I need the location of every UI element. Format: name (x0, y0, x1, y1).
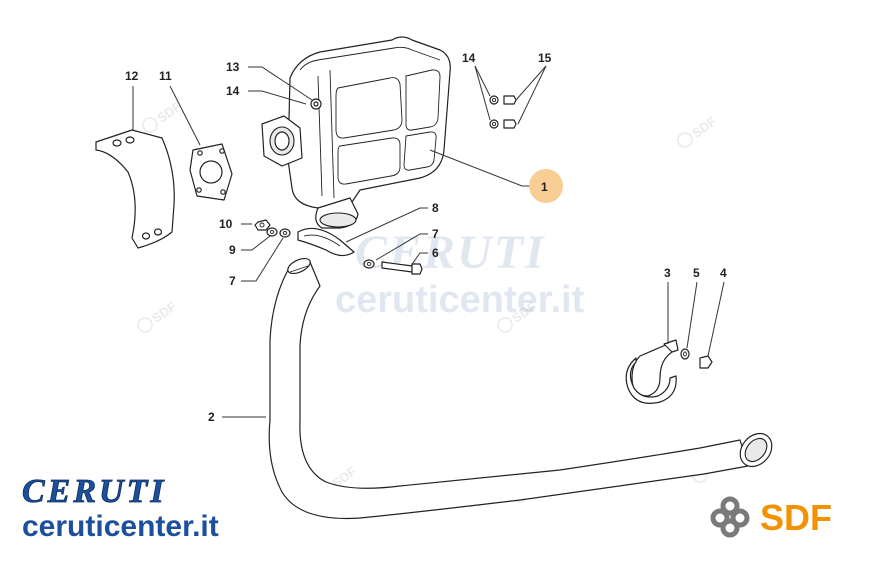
callout-labels: 1 2 3 4 5 6 7 7 8 9 10 11 12 13 14 14 15 (125, 51, 727, 424)
watermark-brand: CERUTI (355, 226, 546, 279)
callout-14-right[interactable]: 14 (462, 51, 476, 65)
part-pipe-clamp (625, 339, 713, 404)
callout-7-left[interactable]: 7 (229, 274, 236, 288)
part-lower-fasteners (254, 219, 423, 275)
callout-3[interactable]: 3 (664, 266, 671, 280)
ceruti-logo-text: CERUTI (22, 473, 167, 510)
callout-14-left[interactable]: 14 (226, 84, 240, 98)
sdf-watermark-1: SDF (142, 99, 184, 133)
sdf-watermark-1-text: SDF (154, 99, 184, 126)
callout-11[interactable]: 11 (159, 69, 172, 83)
part-muffler (261, 36, 451, 229)
sdf-watermark-3: SDF (137, 299, 179, 333)
callout-15[interactable]: 15 (538, 51, 552, 65)
sdf-watermark-3-text: SDF (149, 299, 179, 326)
sdf-logo-text: SDF (760, 497, 832, 538)
callout-9[interactable]: 9 (229, 243, 236, 257)
part-exhaust-pipe (268, 257, 773, 520)
callout-8[interactable]: 8 (432, 201, 439, 215)
callout-6[interactable]: 6 (432, 246, 439, 260)
sdf-watermark-2-text: SDF (689, 114, 719, 141)
watermark-layer: CERUTI ceruticenter.it (335, 226, 585, 321)
callout-5[interactable]: 5 (693, 266, 700, 280)
callout-10[interactable]: 10 (219, 217, 233, 231)
callout-1[interactable]: 1 (541, 180, 548, 194)
sdf-logo-icon (710, 496, 750, 538)
callout-2[interactable]: 2 (208, 410, 215, 424)
part-bracket (95, 129, 175, 249)
callout-1-highlight (529, 169, 563, 203)
watermark-url: ceruticenter.it (335, 279, 585, 321)
part-gasket (189, 143, 233, 201)
ceruti-url-text: ceruticenter.it (22, 510, 219, 543)
sdf-watermark-2: SDF (677, 114, 719, 148)
callout-4[interactable]: 4 (720, 266, 727, 280)
ceruti-logo: CERUTI ceruticenter.it (22, 473, 219, 543)
leader-lines (132, 65, 725, 418)
part-top-fasteners (489, 95, 517, 129)
sdf-logo: SDF (710, 496, 832, 538)
callout-13[interactable]: 13 (226, 60, 240, 74)
callout-7-right[interactable]: 7 (432, 227, 439, 241)
callout-12[interactable]: 12 (125, 69, 139, 83)
